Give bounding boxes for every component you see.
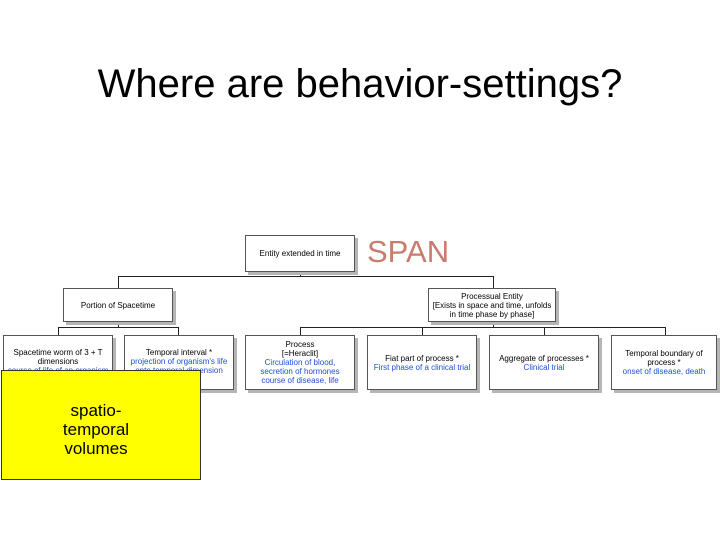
connector-process-drop <box>300 327 301 335</box>
connector-right-drop <box>493 276 494 288</box>
node-label: Processual Entity <box>461 291 523 301</box>
connector-right-stem <box>493 322 494 327</box>
node-label: Temporal interval * <box>145 348 213 357</box>
node-example: First phase of a clinical trial <box>373 362 471 372</box>
node-example: onset of disease, death <box>622 367 706 376</box>
connector-left-drop <box>118 276 119 288</box>
callout-line-1: spatio- <box>70 401 122 420</box>
connector-boundary-drop <box>665 327 666 335</box>
connector-left-bar <box>58 327 179 328</box>
callout-line-3: volumes <box>64 439 128 458</box>
node-entity-extended-in-time: Entity extended in time <box>245 235 355 272</box>
node-example: Clinical trial <box>523 362 565 372</box>
node-label: Temporal boundary of process * <box>625 349 703 367</box>
node-label: Portion of Spacetime <box>80 300 156 310</box>
node-label: Aggregate of processes * <box>499 353 589 363</box>
connector-left-stem <box>118 322 119 327</box>
connector-worm-drop <box>58 327 59 335</box>
node-portion-of-spacetime: Portion of Spacetime <box>63 288 173 322</box>
node-temporal-boundary: Temporal boundary of process * onset of … <box>611 335 717 390</box>
node-example: Circulation of blood, secretion of hormo… <box>260 358 340 385</box>
connector-interval-drop <box>178 327 179 335</box>
connector-level2-bar <box>118 276 494 277</box>
callout-line-2: temporal <box>62 420 130 439</box>
node-sub: [Exists in space and time, unfolds in ti… <box>432 300 552 319</box>
node-sub: [=Heraclit] <box>281 349 319 358</box>
spatio-temporal-volumes-callout: spatio- temporal volumes <box>1 370 201 480</box>
slide-title: Where are behavior-settings? <box>97 62 623 106</box>
node-label: Process <box>285 340 315 349</box>
connector-fiat-drop <box>422 327 423 335</box>
node-fiat-part-of-process: Fiat part of process * First phase of a … <box>367 335 477 390</box>
node-processual-entity: Processual Entity [Exists in space and t… <box>428 288 556 322</box>
span-label: SPAN <box>367 234 450 269</box>
connector-root-stem <box>300 272 301 276</box>
connector-aggregate-drop <box>544 327 545 335</box>
node-label: Spacetime worm of 3 + T dimensions <box>13 348 103 366</box>
node-aggregate-of-processes: Aggregate of processes * Clinical trial <box>489 335 599 390</box>
connector-right-bar <box>300 327 666 328</box>
node-label: Fiat part of process * <box>385 353 459 363</box>
node-process: Process [=Heraclit] Circulation of blood… <box>245 335 355 390</box>
node-label: Entity extended in time <box>259 249 341 258</box>
